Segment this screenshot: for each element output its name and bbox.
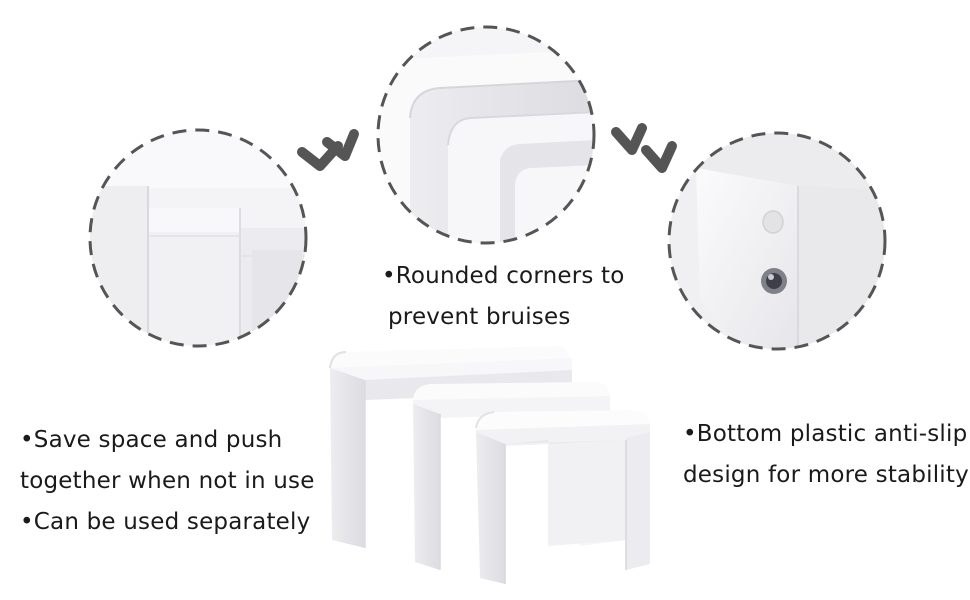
caption-line: •Can be used separately	[20, 509, 311, 535]
dashed-circle-border	[667, 131, 887, 351]
caption-rounded-corners: •Rounded corners to prevent bruises	[382, 256, 625, 338]
caption-line: together when not in use	[20, 468, 315, 494]
large-table	[329, 346, 572, 548]
detail-circle-anti-slip	[667, 131, 887, 351]
dashed-circle-border	[88, 128, 308, 348]
detail-circle-stacking	[88, 128, 308, 348]
caption-line: •Bottom plastic anti-slip	[683, 421, 968, 447]
double-chevron-right-icon	[297, 129, 359, 171]
caption-line: prevent bruises	[388, 304, 571, 330]
caption-line: •Rounded corners to	[382, 263, 625, 289]
caption-line: design for more stability	[683, 462, 969, 488]
detail-circle-rounded-corner	[376, 25, 596, 245]
caption-line: •Save space and push	[20, 427, 283, 453]
nesting-tables-product-image	[329, 346, 650, 584]
dashed-circle-border	[376, 25, 596, 245]
double-chevron-right-icon	[611, 123, 677, 173]
small-table	[475, 410, 650, 584]
caption-save-space: •Save space and push together when not i…	[20, 420, 315, 543]
caption-anti-slip: •Bottom plastic anti-slip design for mor…	[683, 414, 969, 496]
